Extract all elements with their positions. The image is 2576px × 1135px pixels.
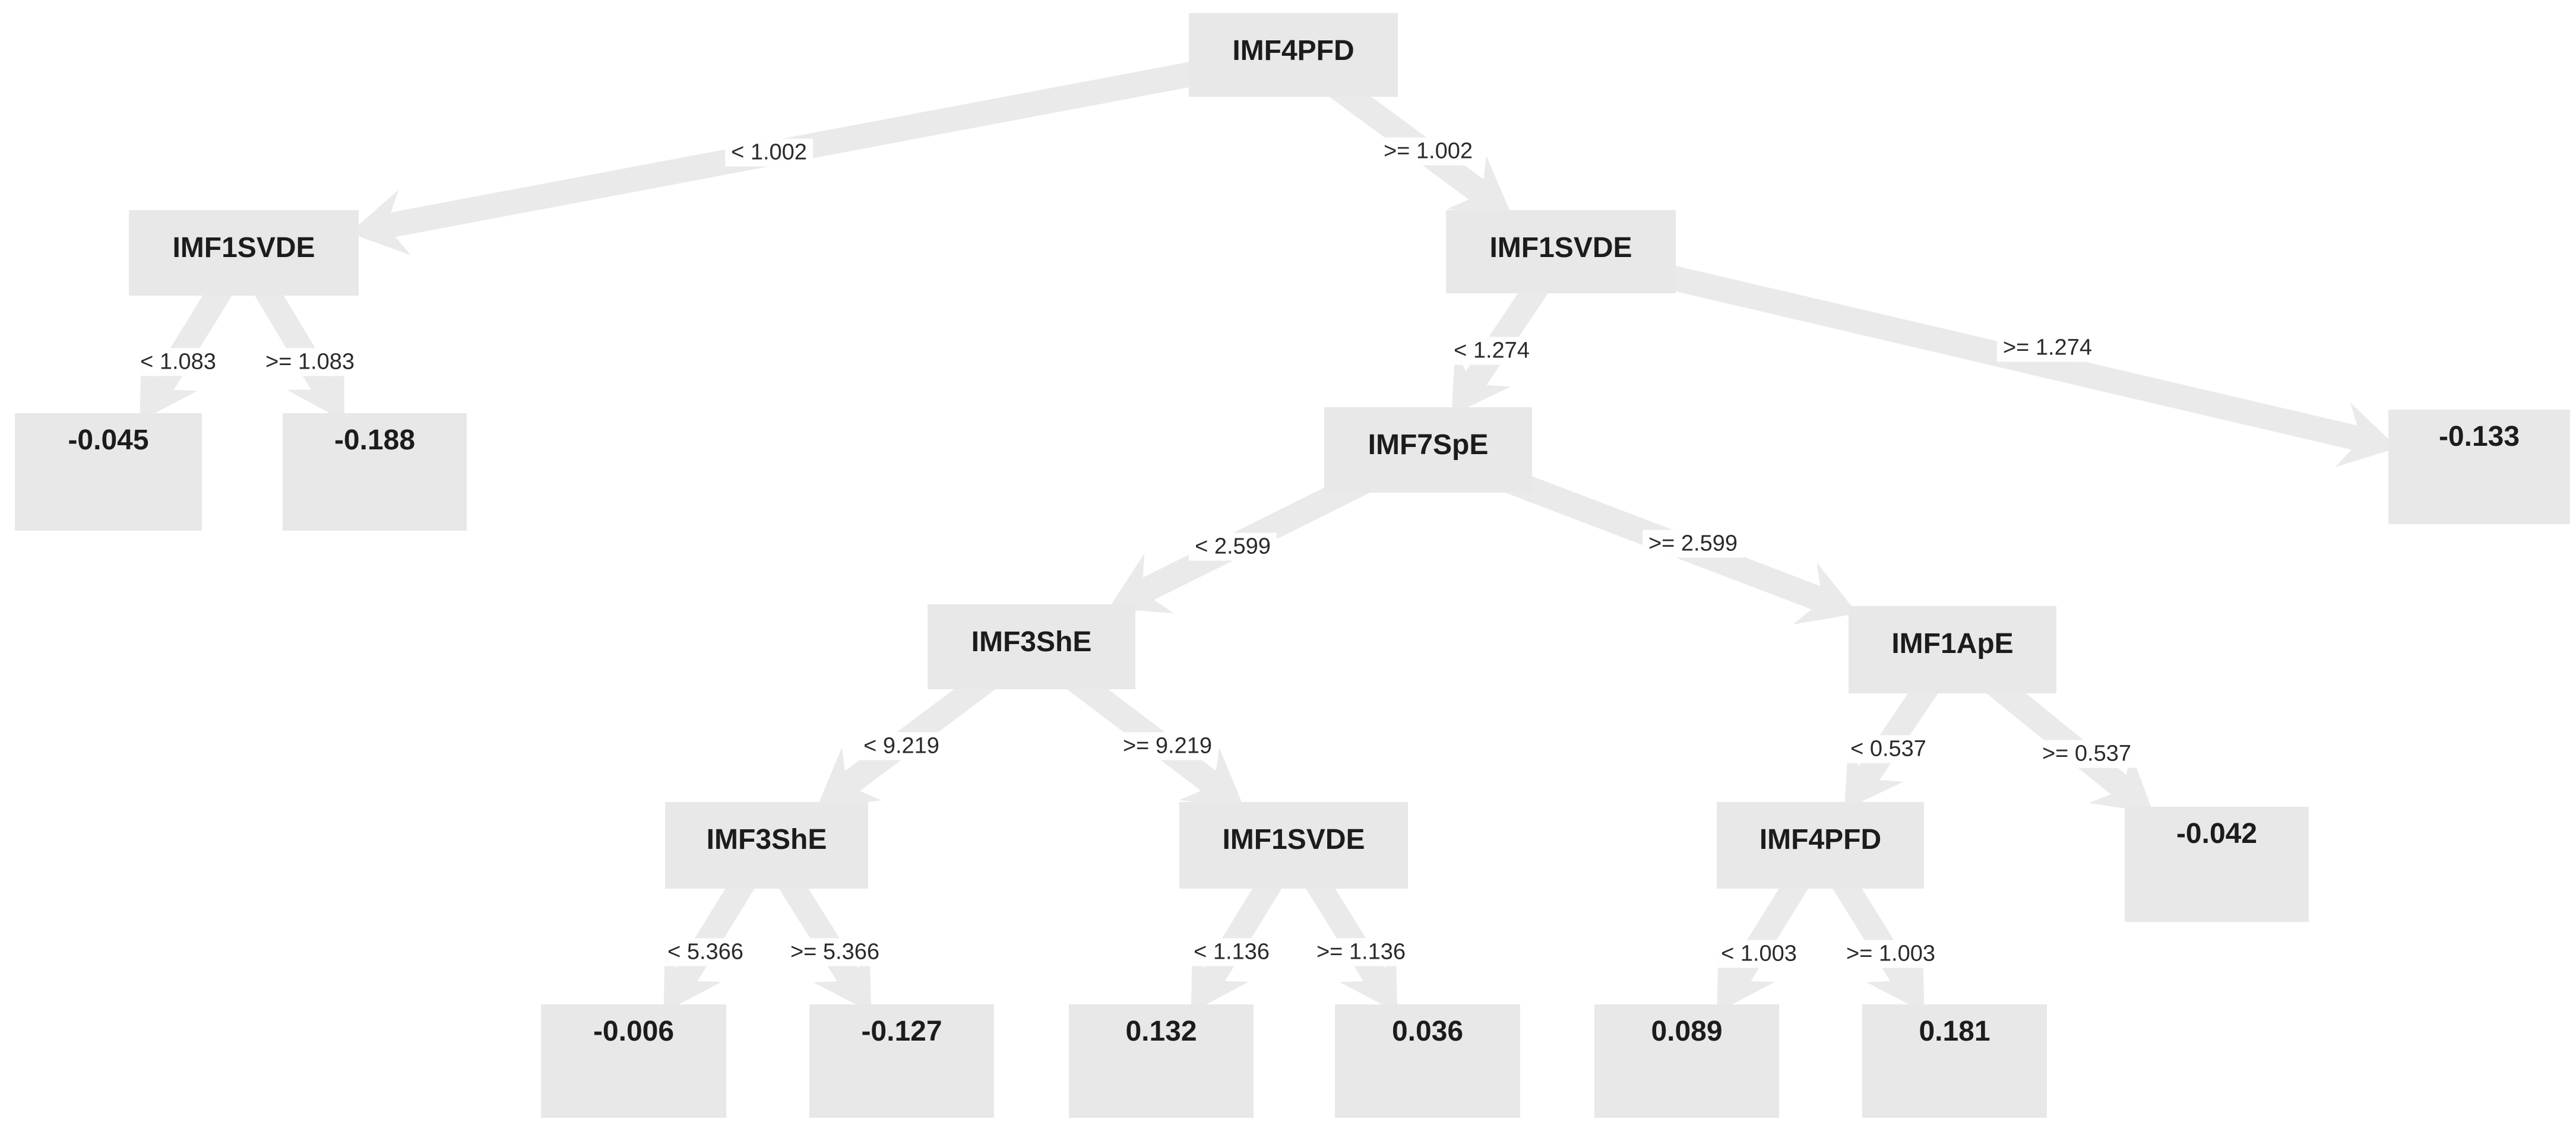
- edge-arrowhead-n9-n14: [813, 947, 872, 1013]
- split-node-IMF1SVDE: IMF1SVDE: [1446, 210, 1676, 293]
- leaf-node--0.133: -0.133: [2388, 410, 2570, 524]
- edge-arrowhead-n11-n18: [1866, 947, 1925, 1013]
- split-node-IMF1SVDE: IMF1SVDE: [129, 210, 359, 296]
- edge-label-n6-n7: < 2.599: [1189, 532, 1277, 561]
- edge-label-n1-n2: < 1.083: [134, 348, 222, 376]
- edge-label-n0-n1: < 1.002: [725, 138, 813, 167]
- edge-label-n7-n10: >= 9.219: [1116, 732, 1219, 760]
- leaf-value-label: -0.127: [861, 1016, 942, 1047]
- edge-arrowhead-n6-n8: [1793, 562, 1857, 624]
- edge-line-n0-n1: [379, 42, 1296, 239]
- edge-label-n4-n5: >= 1.274: [1996, 334, 2099, 362]
- split-variable-label: IMF7SpE: [1368, 429, 1489, 461]
- split-node-IMF4PFD: IMF4PFD: [1189, 13, 1398, 97]
- leaf-value-label: 0.089: [1651, 1016, 1723, 1047]
- split-node-IMF7SpE: IMF7SpE: [1324, 407, 1532, 493]
- leaf-value-label: 0.132: [1125, 1016, 1197, 1047]
- leaf-node-0.036: 0.036: [1335, 1004, 1520, 1118]
- edge-arrowhead-n0-n1: [349, 189, 411, 255]
- edge-label-n1-n3: >= 1.083: [259, 348, 361, 376]
- leaf-node--0.127: -0.127: [809, 1004, 994, 1118]
- edge-label-n7-n9: < 9.219: [857, 732, 945, 760]
- edge-label-n0-n4: >= 1.002: [1377, 137, 1479, 166]
- leaf-node-0.132: 0.132: [1069, 1004, 1254, 1118]
- edge-label-n8-n11: < 0.537: [1844, 735, 1932, 763]
- edge-label-n6-n8: >= 2.599: [1642, 530, 1744, 558]
- leaf-value-label: -0.045: [68, 424, 149, 456]
- leaf-node--0.045: -0.045: [15, 413, 202, 531]
- leaf-value-label: -0.188: [334, 424, 416, 456]
- leaf-node-0.181: 0.181: [1862, 1004, 2047, 1118]
- edge-arrowhead-n9-n13: [663, 947, 721, 1013]
- split-variable-label: IMF1ApE: [1891, 628, 2014, 660]
- edge-arrowhead-n7-n10: [1179, 747, 1244, 808]
- edge-arrowhead-n11-n17: [1717, 947, 1775, 1013]
- edge-arrowhead-n0-n4: [1447, 156, 1512, 216]
- edge-arrowhead-n10-n16: [1339, 947, 1398, 1013]
- edge-arrowhead-n4-n6: [1451, 350, 1511, 416]
- split-variable-label: IMF4PFD: [1759, 824, 1882, 855]
- edge-line-n4-n5: [1558, 239, 2369, 453]
- edge-arrowhead-n1-n2: [140, 356, 198, 421]
- leaf-value-label: 0.181: [1919, 1016, 1990, 1047]
- split-node-IMF1ApE: IMF1ApE: [1849, 606, 2056, 693]
- edge-arrowhead-n4-n5: [2335, 402, 2398, 468]
- split-variable-label: IMF1SVDE: [1489, 232, 1632, 264]
- split-variable-label: IMF1SVDE: [1222, 824, 1365, 855]
- split-variable-label: IMF1SVDE: [172, 232, 315, 264]
- split-node-IMF3ShE: IMF3ShE: [665, 802, 868, 889]
- edge-label-n9-n13: < 5.366: [662, 938, 749, 966]
- leaf-node--0.006: -0.006: [541, 1004, 726, 1118]
- split-variable-label: IMF4PFD: [1232, 35, 1355, 66]
- edge-label-n10-n15: < 1.136: [1188, 938, 1276, 966]
- leaf-value-label: 0.036: [1391, 1016, 1464, 1047]
- edge-label-n10-n16: >= 1.136: [1310, 938, 1412, 966]
- edge-arrowhead-n1-n3: [287, 356, 344, 421]
- edge-label-n9-n14: >= 5.366: [784, 938, 886, 966]
- leaf-node--0.042: -0.042: [2125, 807, 2309, 922]
- edge-label-n4-n6: < 1.274: [1448, 337, 1536, 365]
- edge-label-n11-n17: < 1.003: [1715, 940, 1803, 968]
- split-variable-label: IMF3ShE: [971, 626, 1092, 658]
- leaf-value-label: -0.006: [593, 1016, 675, 1047]
- split-variable-label: IMF3ShE: [706, 824, 827, 855]
- edge-arrowhead-n10-n15: [1191, 947, 1249, 1013]
- leaf-value-label: -0.133: [2438, 421, 2520, 452]
- edge-arrowhead-n8-n12: [2088, 751, 2153, 813]
- leaf-value-label: -0.042: [2176, 818, 2258, 849]
- edge-arrowhead-n7-n9: [817, 747, 882, 808]
- edge-arrowhead-n6-n7: [1108, 553, 1174, 613]
- edge-label-n8-n12: >= 0.537: [2036, 740, 2138, 768]
- split-node-IMF4PFD: IMF4PFD: [1717, 802, 1924, 889]
- edge-arrowhead-n8-n11: [1844, 744, 1904, 810]
- leaf-node-0.089: 0.089: [1594, 1004, 1779, 1118]
- leaf-node--0.188: -0.188: [283, 413, 467, 531]
- edge-label-n11-n18: >= 1.003: [1840, 940, 1942, 968]
- split-node-IMF1SVDE: IMF1SVDE: [1179, 802, 1408, 889]
- split-node-IMF3ShE: IMF3ShE: [928, 604, 1135, 689]
